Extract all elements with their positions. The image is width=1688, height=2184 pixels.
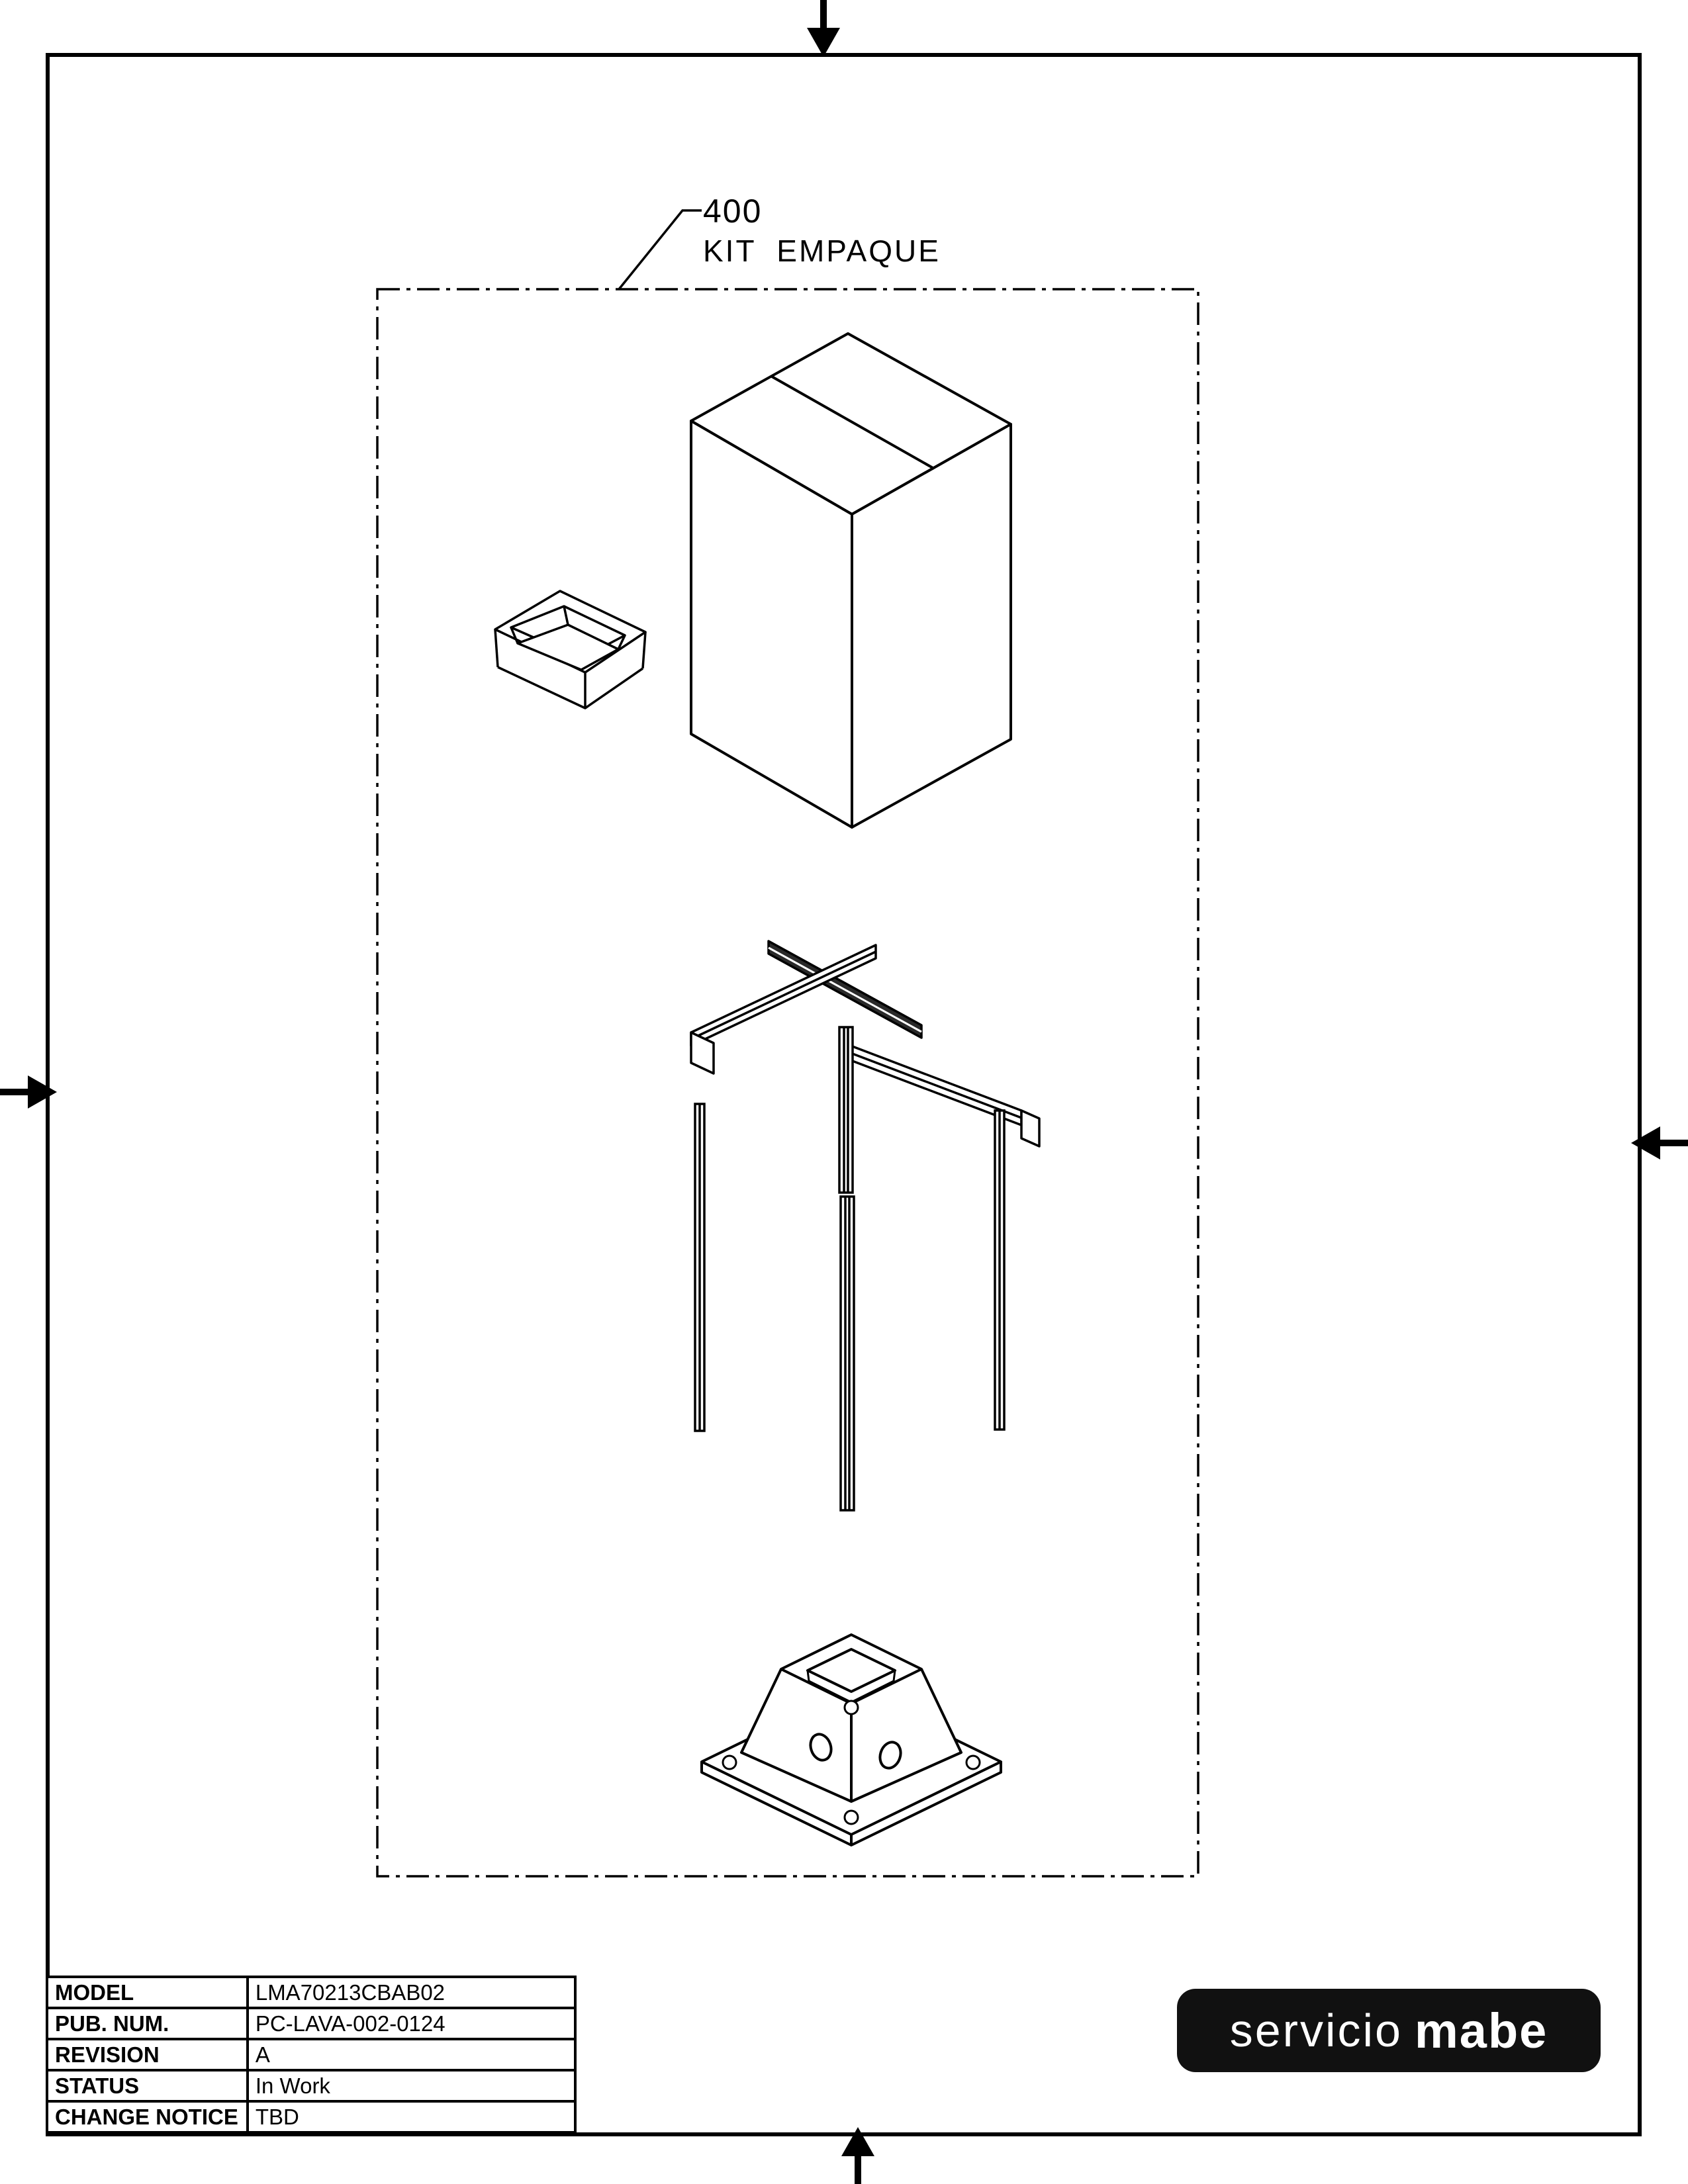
table-row: PUB. NUM. PC-LAVA-002-0124 bbox=[46, 2007, 577, 2040]
table-row: REVISION A bbox=[46, 2038, 577, 2071]
base-support-drawing bbox=[700, 1633, 1002, 1846]
kit-boundary-dashdot-border bbox=[376, 288, 1199, 1878]
servicio-mabe-logo: servicio mabe bbox=[1177, 1989, 1601, 2072]
foam-tray-drawing bbox=[494, 590, 647, 709]
callout-label: KIT EMPAQUE bbox=[703, 234, 941, 268]
callout-number: 400 bbox=[703, 193, 763, 230]
title-block-label: REVISION bbox=[46, 2038, 249, 2071]
table-row: STATUS In Work bbox=[46, 2069, 577, 2103]
title-block-value: In Work bbox=[246, 2069, 577, 2103]
title-block-label: STATUS bbox=[46, 2069, 249, 2103]
title-block-label: PUB. NUM. bbox=[46, 2007, 249, 2040]
corner-posts-drawing bbox=[694, 1026, 1006, 1512]
title-block-label: MODEL bbox=[46, 1976, 249, 2009]
logo-word-mabe: mabe bbox=[1414, 2003, 1548, 2058]
callout-leader-line bbox=[618, 209, 702, 291]
carton-box-drawing bbox=[690, 332, 1012, 829]
registration-arrow-top-icon bbox=[807, 0, 840, 57]
title-block: MODEL LMA70213CBAB02 PUB. NUM. PC-LAVA-0… bbox=[46, 1976, 577, 2134]
registration-arrow-bottom-icon bbox=[841, 2127, 874, 2184]
title-block-value: LMA70213CBAB02 bbox=[246, 1976, 577, 2009]
logo-word-servicio: servicio bbox=[1229, 2005, 1403, 2056]
registration-arrow-left-icon bbox=[0, 1075, 57, 1109]
registration-arrow-right-icon bbox=[1631, 1126, 1688, 1160]
title-block-label: CHANGE NOTICE bbox=[46, 2100, 249, 2134]
title-block-value: TBD bbox=[246, 2100, 577, 2134]
top-frame-rails-drawing bbox=[690, 940, 1041, 1148]
table-row: CHANGE NOTICE TBD bbox=[46, 2100, 577, 2134]
title-block-value: A bbox=[246, 2038, 577, 2071]
title-block-value: PC-LAVA-002-0124 bbox=[246, 2007, 577, 2040]
table-row: MODEL LMA70213CBAB02 bbox=[46, 1976, 577, 2009]
